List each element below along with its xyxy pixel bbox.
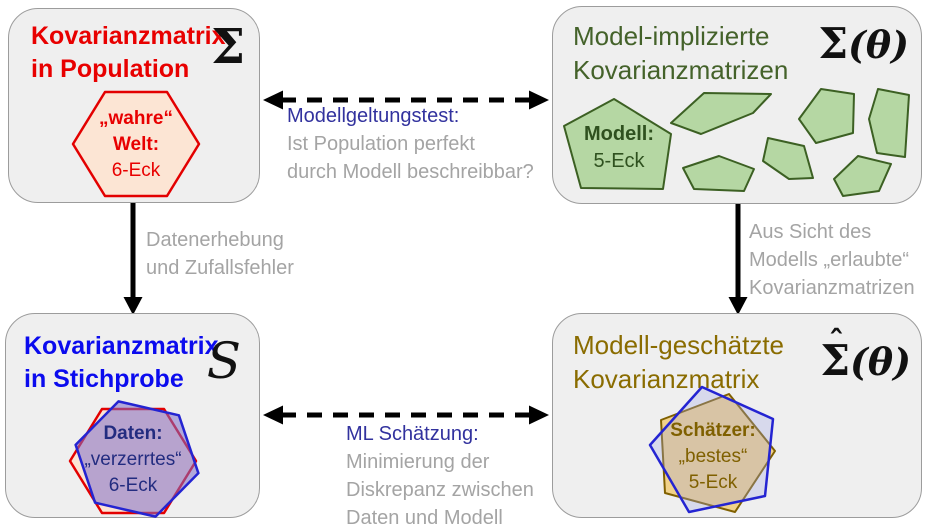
sample-box: Kovarianzmatrix in Stichprobe S Daten: „… [5,313,260,518]
ml-estimation-label: ML Schätzung: Minimierung der Diskrepanz… [346,420,534,528]
ml-estimation-desc: Minimierung der Diskrepanz zwischen Date… [346,451,534,528]
model-implied-title: Model-implizierte Kovarianzmatrizen [573,21,789,85]
model-test-label: Modellgeltungstest: Ist Population perfe… [287,102,534,186]
true-world-hexagon-label: „wahre“ Welt: 6-Eck [99,108,173,181]
allowed-matrices-arrow [728,204,748,315]
population-shapes [71,90,201,198]
model-polygon-7 [833,155,892,197]
model-test-desc: Ist Population perfekt durch Modell besc… [287,133,534,183]
estimated-shapes [648,385,776,514]
population-title: Kovarianzmatrix in Population [31,22,226,83]
model-polygon-2 [670,92,772,135]
model-implied-box: Model-implizierte Kovarianzmatrizen Σ(θ)… [552,6,922,204]
population-box: Kovarianzmatrix in Population Σ „wahre“ … [8,8,260,203]
estimated-title: Modell-geschätzte Kovarianzmatrix [573,330,784,394]
sample-shapes [68,400,200,518]
model-pentagon-cloud [563,88,910,197]
allowed-matrices-label: Aus Sicht des Modells „erlaubte“ Kovaria… [749,218,915,302]
model-polygon-3 [682,155,755,192]
data-collection-label: Datenerhebung und Zufallsfehler [146,226,294,282]
model-polygon-4 [762,137,814,180]
sample-s-symbol: S [206,332,241,390]
ml-estimation-title: ML Schätzung: [346,423,479,445]
model-pentagon-main [563,98,672,190]
data-hexagon-label: Daten: „verzerrtes“ 6-Eck [84,423,182,496]
allowed-matrices-desc: Aus Sicht des Modells „erlaubte“ Kovaria… [749,221,915,299]
population-sigma-symbol: Σ [211,19,245,75]
estimator-pentagon-gold [660,393,776,513]
model-polygon-6 [868,88,910,158]
distorted-hexagon [74,400,200,518]
estimator-pentagon-blue [648,385,775,514]
model-polygon-5 [798,88,855,144]
true-world-hexagon [71,90,201,198]
sigma-theta-symbol: Σ(θ) [818,19,909,68]
sample-title: Kovarianzmatrix in Stichprobe [24,332,219,393]
model-test-title: Modellgeltungstest: [287,105,460,127]
data-collection-desc: Datenerhebung und Zufallsfehler [146,229,294,279]
model-pentagon-label: Modell: 5-Eck [584,123,654,172]
estimator-pentagon-label: Schätzer: „bestes“ 5-Eck [670,420,756,493]
data-collection-arrow [123,203,143,315]
